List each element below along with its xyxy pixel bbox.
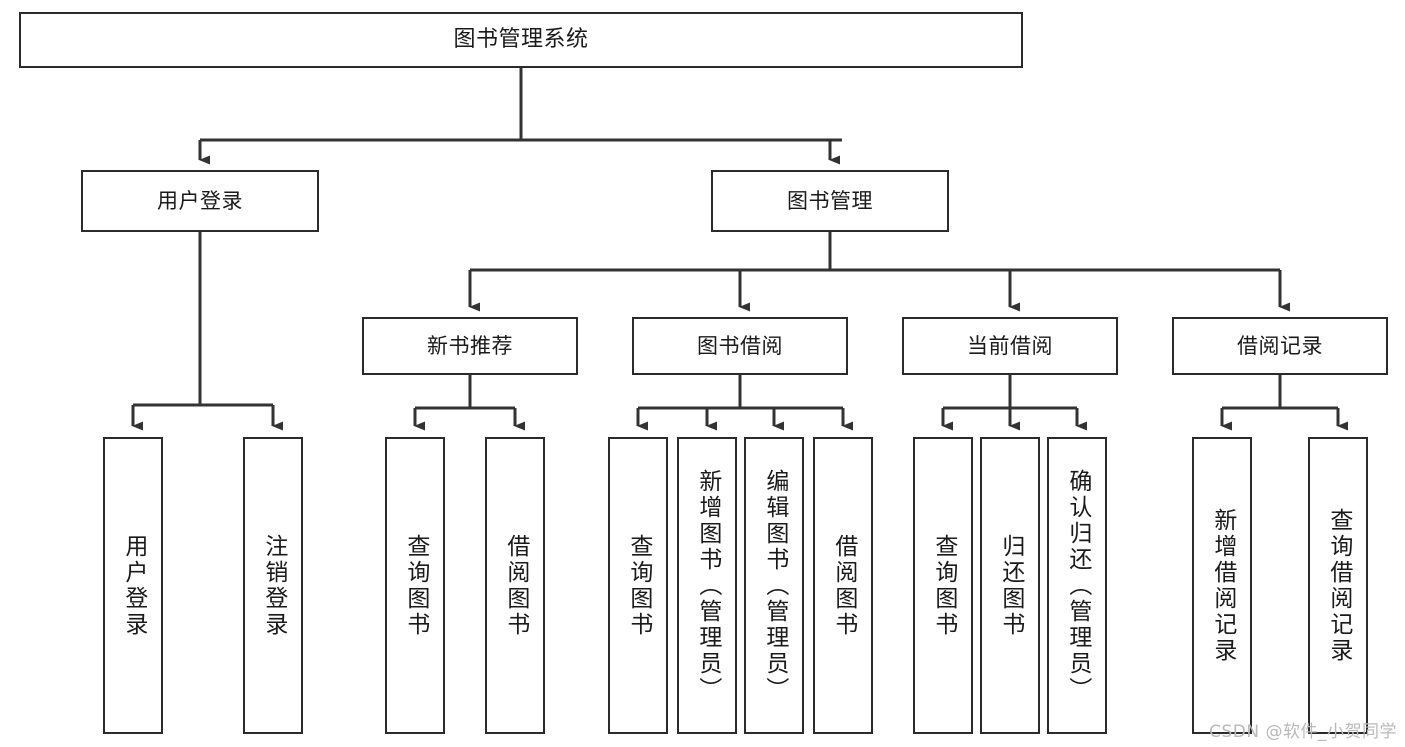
node-label: 查询借阅记录	[1325, 507, 1352, 664]
leaf-borrow-books-borrowing[interactable]: 借阅图书	[813, 437, 873, 734]
node-label: 借阅图书	[502, 533, 529, 638]
leaf-query-books-recommendation[interactable]: 查询图书	[385, 437, 445, 734]
node-label: 借阅记录	[1237, 333, 1323, 358]
leaf-confirm-return-admin[interactable]: 确认归还（管理员）	[1047, 437, 1107, 734]
node-label: 查询图书	[402, 533, 429, 638]
node-borrowing-records[interactable]: 借阅记录	[1172, 317, 1388, 375]
leaf-query-books-current[interactable]: 查询图书	[913, 437, 973, 734]
node-label: 借阅图书	[830, 533, 857, 638]
leaf-borrow-books-recommendation[interactable]: 借阅图书	[485, 437, 545, 734]
node-new-book-recommendation[interactable]: 新书推荐	[362, 317, 578, 375]
node-user-login[interactable]: 用户登录	[81, 170, 319, 232]
node-label: 用户登录	[120, 533, 147, 638]
node-label: 新增借阅记录	[1209, 507, 1236, 664]
node-label: 新书推荐	[427, 333, 513, 358]
node-label: 图书管理系统	[453, 27, 589, 52]
node-label: 注销登录	[260, 533, 287, 638]
node-root-book-management-system[interactable]: 图书管理系统	[19, 12, 1023, 68]
node-label: 编辑图书（管理员）	[761, 468, 788, 703]
node-book-borrowing[interactable]: 图书借阅	[632, 317, 848, 375]
node-label: 确认归还（管理员）	[1064, 468, 1091, 703]
leaf-edit-book-admin[interactable]: 编辑图书（管理员）	[744, 437, 804, 734]
node-label: 用户登录	[157, 188, 243, 213]
node-label: 当前借阅	[967, 333, 1053, 358]
node-current-borrowing[interactable]: 当前借阅	[902, 317, 1118, 375]
leaf-query-books-borrowing[interactable]: 查询图书	[608, 437, 668, 734]
node-label: 查询图书	[625, 533, 652, 638]
leaf-add-book-admin[interactable]: 新增图书（管理员）	[677, 437, 737, 734]
node-label: 查询图书	[930, 533, 957, 638]
leaf-return-books[interactable]: 归还图书	[980, 437, 1040, 734]
leaf-logout[interactable]: 注销登录	[243, 437, 303, 734]
leaf-user-login[interactable]: 用户登录	[103, 437, 163, 734]
leaf-query-borrowing-record[interactable]: 查询借阅记录	[1308, 437, 1368, 734]
leaf-add-borrowing-record[interactable]: 新增借阅记录	[1192, 437, 1252, 734]
node-label: 图书借阅	[697, 333, 783, 358]
node-label: 归还图书	[997, 533, 1024, 638]
csdn-watermark: CSDN @软件_小贺同学	[1209, 722, 1397, 742]
node-label: 图书管理	[787, 188, 873, 213]
node-label: 新增图书（管理员）	[694, 468, 721, 703]
node-book-management[interactable]: 图书管理	[711, 170, 949, 232]
